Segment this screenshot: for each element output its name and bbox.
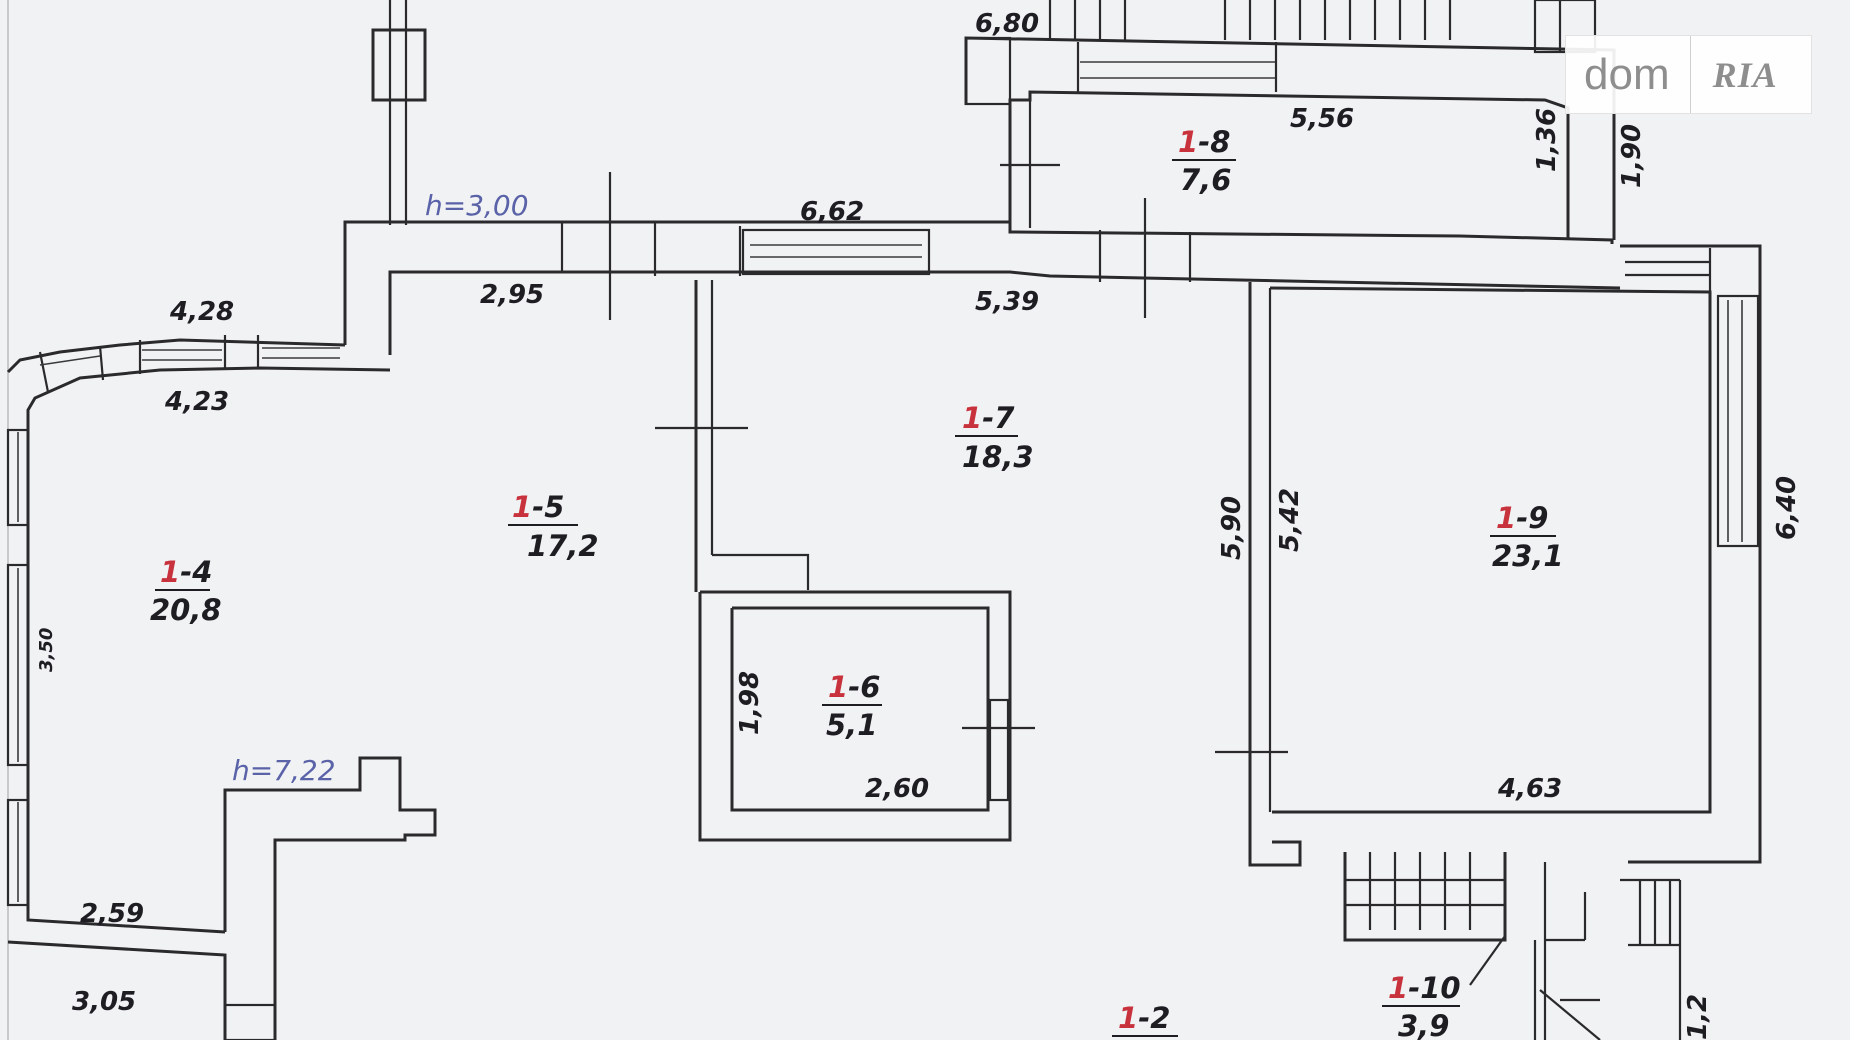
dim-542: 5,42: [1275, 488, 1305, 552]
room-1-9-area: 23,1: [1492, 539, 1564, 573]
dim-590: 5,90: [1217, 496, 1247, 560]
dim-260: 2,60: [865, 774, 929, 804]
stairs-1-10: [1343, 852, 1682, 1040]
room-1-10-id: 1-10: [1388, 971, 1461, 1005]
watermark-brand: dom: [1584, 49, 1670, 99]
dim-662: 6,62: [800, 197, 864, 227]
dim-12: 1,2: [1683, 994, 1713, 1040]
dim-428: 4,28: [169, 297, 234, 327]
room-1-9-walls: [1269, 244, 1762, 864]
room-1-6-id: 1-6: [828, 670, 880, 704]
height-mark-upper: h=3,00: [425, 189, 529, 222]
dim-136: 1,36: [1532, 108, 1562, 172]
dim-190: 1,90: [1617, 124, 1647, 188]
room-1-9-id: 1-9: [1496, 501, 1548, 535]
room-1-7-area: 18,3: [962, 440, 1034, 474]
exterior-column: [371, 0, 427, 225]
room-1-5-id: 1-5: [512, 490, 564, 524]
room-1-8-area: 7,6: [1180, 163, 1231, 197]
dim-350: 3,50: [36, 628, 57, 672]
room-1-4-walls: [6, 335, 391, 934]
wall-1-5-1-7: [655, 280, 810, 592]
top-wall: [343, 172, 1621, 355]
room-1-10-area: 3,9: [1398, 1009, 1449, 1040]
watermark-divider: [1689, 36, 1691, 113]
height-mark-lower: h=7,22: [232, 754, 336, 787]
top-stairs: [1048, 0, 1597, 54]
dim-259: 2,59: [80, 899, 144, 929]
room-1-8-id: 1-8: [1178, 125, 1230, 159]
room-1-4-area: 20,8: [150, 593, 222, 627]
watermark-badge: dom RIA: [1565, 35, 1812, 114]
room-1-5-area: 17,2: [527, 529, 599, 563]
room-1-6-walls: [698, 590, 1035, 842]
dim-295: 2,95: [480, 280, 544, 310]
dim-423: 4,23: [164, 387, 229, 417]
lower-left-walls: [7, 756, 437, 1040]
dim-556: 5,56: [1290, 104, 1354, 134]
room-1-7-id: 1-7: [962, 401, 1015, 435]
watermark-partner-logo: RIA: [1712, 54, 1778, 95]
dim-640: 6,40: [1772, 476, 1802, 540]
room-1-6-area: 5,1: [826, 708, 877, 742]
dim-463: 4,63: [1497, 774, 1562, 804]
dim-680: 6,80: [975, 9, 1039, 39]
dim-305: 3,05: [72, 987, 136, 1017]
room-1-4-id: 1-4: [160, 555, 212, 589]
room-1-8-walls: [964, 36, 1616, 240]
wall-1-7-1-9: [1215, 282, 1302, 867]
room-1-2-id: 1-2: [1118, 1001, 1170, 1035]
dim-198: 1,98: [735, 671, 765, 735]
dim-539: 5,39: [975, 287, 1039, 317]
